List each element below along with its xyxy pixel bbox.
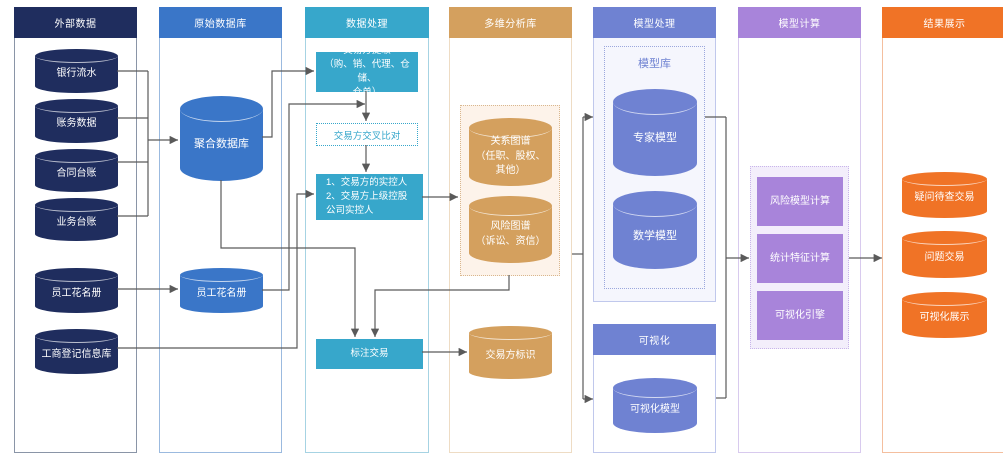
step-text-line: 交易方提取 <box>343 44 391 56</box>
panel-visualization: 可视化 可视化模型 <box>593 324 716 453</box>
column-header-multidimensional-analysis: 多维分析库 <box>449 7 572 38</box>
column-model-processing: 模型处理 模型库 专家模型 数学模型 <box>593 7 716 302</box>
db-text-line: （任职、股权、 <box>475 150 546 162</box>
model-library-title: 模型库 <box>638 58 671 70</box>
column-model-computation: 模型计算 风险模型计算 统计特征计算 可视化引擎 <box>738 7 861 453</box>
db-aggregate-database: 聚合数据库 <box>180 96 263 181</box>
db-math-model: 数学模型 <box>613 191 697 269</box>
column-raw-database: 原始数据库 聚合数据库 员工花名册 <box>159 7 282 453</box>
column-header-results-display: 结果展示 <box>882 7 1003 38</box>
panel-header-visualization: 可视化 <box>593 324 716 355</box>
column-results-display: 结果展示 疑问待查交易 问题交易 可视化展示 <box>882 7 1003 453</box>
step-counterparty-cross-check: 交易方交叉比对 <box>316 123 418 146</box>
db-suspicious-transactions: 疑问待查交易 <box>902 172 987 218</box>
db-text-line: 其他） <box>495 165 526 177</box>
db-visualization-model: 可视化模型 <box>613 378 697 433</box>
db-contract-ledger: 合同台账 <box>35 149 118 192</box>
db-text-line: 风险图谱 <box>490 221 531 232</box>
db-business-ledger: 业务台账 <box>35 198 118 241</box>
step-text-line: （购、销、代理、仓储、 <box>324 58 410 84</box>
db-visualization-display: 可视化展示 <box>902 292 987 338</box>
db-expert-model: 专家模型 <box>613 89 697 176</box>
column-multidimensional-analysis: 多维分析库 关系图谱 （任职、股权、 其他） 风险图谱 （诉讼、资信） 交易方标… <box>449 7 572 453</box>
step-text-line: 仓单） <box>352 87 382 99</box>
column-header-external-data: 外部数据 <box>14 7 137 38</box>
db-bank-statements: 银行流水 <box>35 49 118 93</box>
db-problem-transactions: 问题交易 <box>902 231 987 278</box>
db-employee-roster-external: 员工花名册 <box>35 268 118 313</box>
column-header-model-computation: 模型计算 <box>738 7 861 38</box>
step-mark-transactions: 标注交易 <box>316 339 423 369</box>
column-external-data: 外部数据 银行流水 账务数据 合同台账 业务台账 员工花名册 工商登记信息库 <box>14 7 137 453</box>
column-header-model-processing: 模型处理 <box>593 7 716 38</box>
step-text-line: 1、交易方的实控人 <box>326 176 408 188</box>
step-statistical-feature-computation: 统计特征计算 <box>757 234 843 283</box>
column-header-data-processing: 数据处理 <box>305 7 429 38</box>
step-counterparty-extraction: 交易方提取 （购、销、代理、仓储、 仓单） <box>316 45 418 98</box>
db-text-line: 关系图谱 <box>490 136 531 148</box>
step-text-line: 公司实控人 <box>326 205 374 217</box>
db-relationship-graph: 关系图谱 （任职、股权、 其他） <box>469 118 552 186</box>
step-text-line: 2、交易方上级控股 <box>326 190 408 202</box>
column-header-raw-database: 原始数据库 <box>159 7 282 38</box>
step-actual-controllers: 1、交易方的实控人 2、交易方上级控股 公司实控人 <box>316 174 423 220</box>
db-employee-roster-raw: 员工花名册 <box>180 268 263 313</box>
db-text-line: （诉讼、资信） <box>475 235 546 247</box>
step-visualization-engine: 可视化引擎 <box>757 291 843 340</box>
column-data-processing: 数据处理 交易方提取 （购、销、代理、仓储、 仓单） 交易方交叉比对 1、交易方… <box>305 7 429 453</box>
db-counterparty-tag: 交易方标识 <box>469 326 552 379</box>
db-business-registration: 工商登记信息库 <box>35 329 118 374</box>
db-risk-graph: 风险图谱 （诉讼、资信） <box>469 196 552 263</box>
step-risk-model-computation: 风险模型计算 <box>757 177 843 226</box>
db-account-data: 账务数据 <box>35 99 118 143</box>
